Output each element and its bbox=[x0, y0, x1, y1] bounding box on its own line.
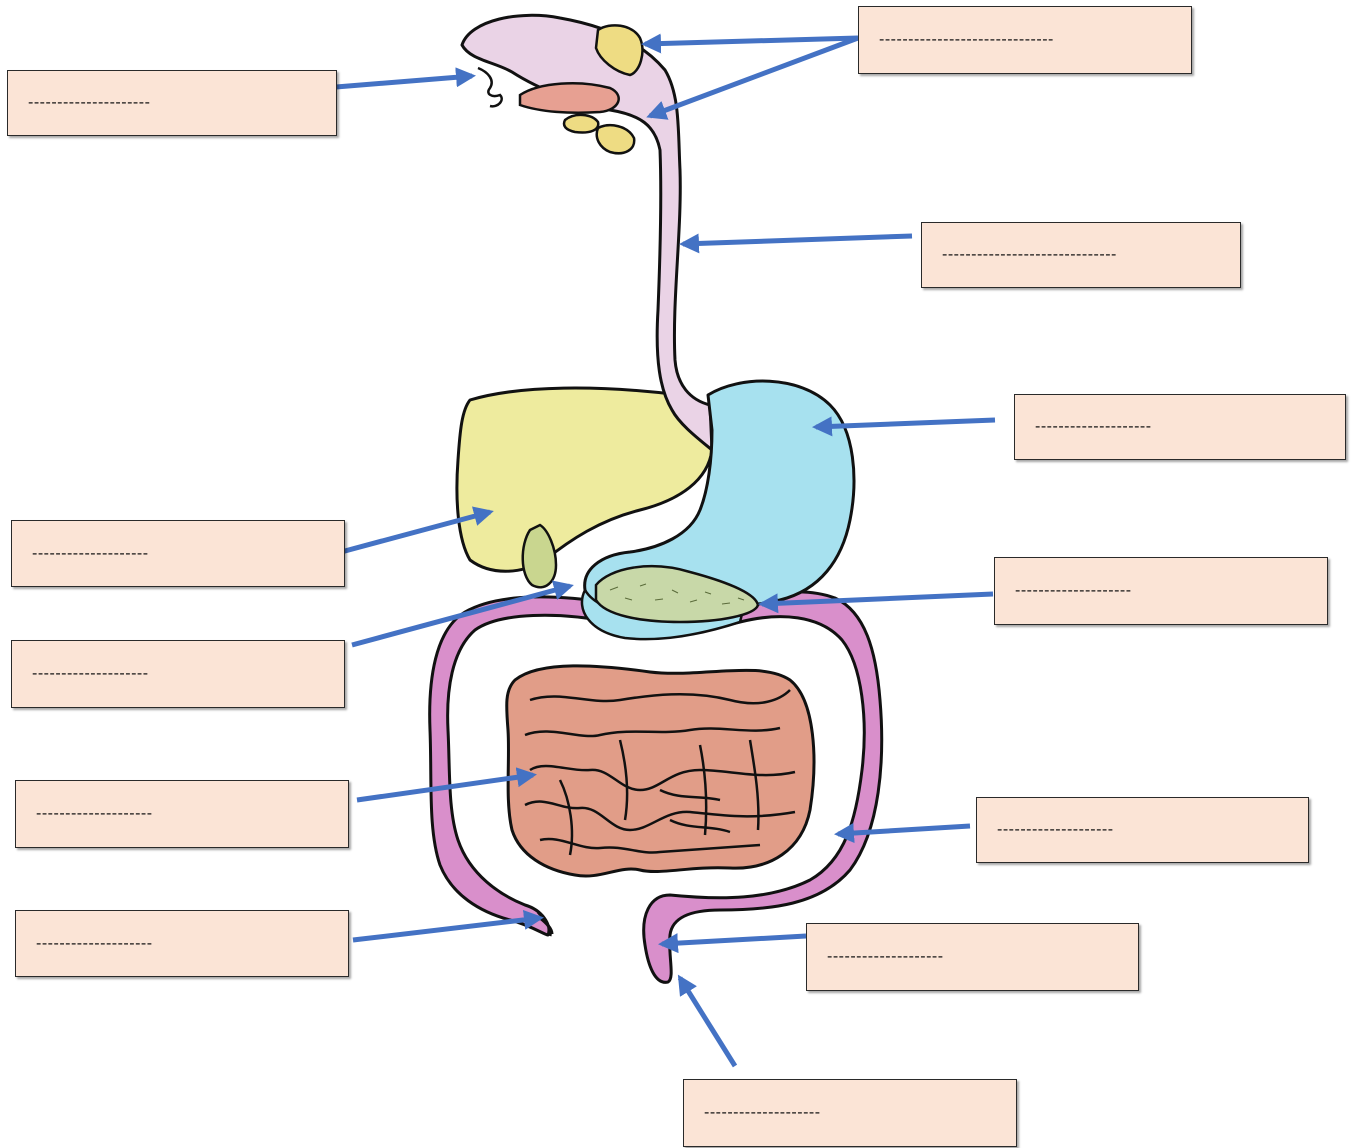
label-text: -------------------- bbox=[1015, 582, 1132, 600]
label-text: -------------------- bbox=[36, 805, 153, 823]
label-box-mouth[interactable]: --------------------- bbox=[7, 70, 337, 136]
arrow-salivary-pharynx bbox=[650, 38, 858, 116]
label-text: ------------------------------ bbox=[942, 246, 1117, 264]
label-text: -------------------- bbox=[32, 665, 149, 683]
arrow-salivary-gland bbox=[645, 38, 858, 44]
oral-cavity-esophagus bbox=[462, 15, 712, 450]
label-text: --------------------- bbox=[28, 94, 150, 112]
label-box-salivary-glands[interactable]: ------------------------------ bbox=[858, 6, 1192, 74]
label-text: -------------------- bbox=[1035, 418, 1152, 436]
arrow-esophagus bbox=[683, 236, 912, 244]
label-text: -------------------- bbox=[32, 545, 149, 563]
label-box-gall-bladder[interactable]: -------------------- bbox=[11, 640, 345, 708]
label-box-esophagus[interactable]: ------------------------------ bbox=[921, 222, 1241, 288]
label-text: ------------------------------ bbox=[879, 31, 1054, 49]
label-text: -------------------- bbox=[827, 948, 944, 966]
arrow-appendix bbox=[353, 918, 540, 940]
salivary-gland bbox=[564, 115, 598, 133]
label-box-small-intestine[interactable]: -------------------- bbox=[15, 780, 349, 848]
label-box-large-intestine[interactable]: -------------------- bbox=[976, 797, 1309, 863]
small-intestine bbox=[507, 666, 814, 876]
label-box-appendix[interactable]: -------------------- bbox=[15, 910, 349, 977]
label-box-rectum[interactable]: -------------------- bbox=[806, 923, 1139, 991]
label-box-liver[interactable]: -------------------- bbox=[11, 520, 345, 587]
tongue bbox=[520, 83, 619, 112]
salivary-gland bbox=[597, 125, 634, 153]
label-text: -------------------- bbox=[997, 821, 1114, 839]
arrow-mouth bbox=[336, 76, 472, 87]
label-text: -------------------- bbox=[36, 935, 153, 953]
label-box-stomach[interactable]: -------------------- bbox=[1014, 394, 1346, 460]
arrow-anus bbox=[680, 978, 735, 1066]
label-box-pancreas[interactable]: -------------------- bbox=[994, 557, 1328, 625]
mouth-lips bbox=[478, 68, 502, 106]
label-text: -------------------- bbox=[704, 1104, 821, 1122]
arrow-rectum bbox=[662, 936, 806, 944]
label-box-anus[interactable]: -------------------- bbox=[683, 1079, 1017, 1147]
